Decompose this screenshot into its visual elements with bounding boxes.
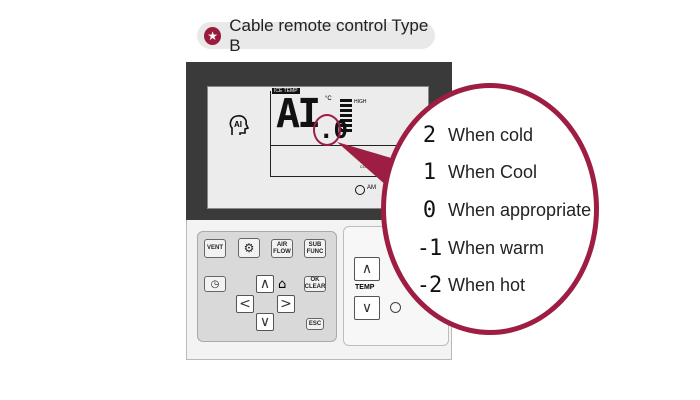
legend-label: When hot: [448, 275, 526, 295]
clock-icon: [355, 185, 365, 195]
legend-item: 0 When appropriate: [410, 198, 591, 223]
lcd-divider-horizontal: [270, 145, 429, 146]
highlight-ring: [313, 114, 341, 146]
down-button[interactable]: ∨: [256, 313, 274, 331]
clock-icon: ◷: [210, 278, 220, 290]
star-icon: ★: [204, 26, 222, 45]
legend-code: 0: [422, 198, 436, 223]
temp-up-button[interactable]: ∧: [354, 257, 380, 281]
ok-clear-button[interactable]: OK CLEAR: [304, 276, 326, 292]
chevron-down-icon: ∨: [361, 300, 373, 316]
magnifier-circle: [381, 83, 599, 335]
indicator-led: [390, 302, 401, 313]
ai-icon-text: AI: [234, 120, 242, 129]
legend-code: 1: [422, 160, 436, 185]
legend-code: -2: [416, 273, 443, 298]
home-icon[interactable]: ⌂: [278, 277, 287, 292]
esc-button[interactable]: ESC: [306, 318, 324, 330]
vent-button[interactable]: VENT: [204, 239, 226, 258]
air-flow-button[interactable]: AIR FLOW: [271, 239, 293, 258]
legend-label: When Cool: [448, 162, 538, 182]
chevron-up-icon: ∧: [259, 276, 271, 292]
title-pill: ★ Cable remote control Type B: [197, 16, 435, 55]
ice-temp-label: ICE TEMP: [272, 88, 300, 94]
left-button[interactable]: <: [236, 295, 254, 313]
high-label: HIGH: [354, 99, 367, 105]
lcd-screen: [207, 86, 429, 209]
legend-item: 2 When cold: [410, 123, 533, 148]
temp-down-button[interactable]: ∨: [354, 296, 380, 320]
page-title: Cable remote control Type B: [229, 15, 429, 55]
legend-item: -2 When hot: [410, 273, 525, 298]
gear-icon: ⚙: [243, 240, 255, 255]
chevron-left-icon: <: [239, 296, 251, 312]
legend-item: -1 When warm: [410, 236, 544, 261]
legend-label: When appropriate: [448, 200, 592, 220]
legend-code: 2: [422, 123, 436, 148]
legend-label: When cold: [448, 125, 534, 145]
timer-button[interactable]: ◷: [204, 276, 226, 292]
fan-level-bars: [340, 99, 352, 141]
chevron-right-icon: >: [280, 296, 292, 312]
legend-label: When warm: [448, 238, 545, 258]
legend-code: -1: [416, 236, 443, 261]
lcd-divider-vertical: [270, 91, 271, 177]
legend-item: 1 When Cool: [410, 160, 537, 185]
ai-head-icon: AI: [228, 113, 250, 139]
am-label: AM: [367, 185, 376, 191]
right-button[interactable]: >: [277, 295, 295, 313]
temp-label: TEMP: [355, 284, 375, 291]
chevron-down-icon: ∨: [259, 314, 271, 330]
lcd-divider-bottom: [270, 176, 429, 177]
settings-button[interactable]: ⚙: [238, 238, 260, 258]
up-button[interactable]: ∧: [256, 275, 274, 293]
chevron-up-icon: ∧: [361, 261, 373, 277]
sub-func-button[interactable]: SUB FUNC: [304, 239, 326, 258]
degree-label: °C: [325, 96, 332, 102]
